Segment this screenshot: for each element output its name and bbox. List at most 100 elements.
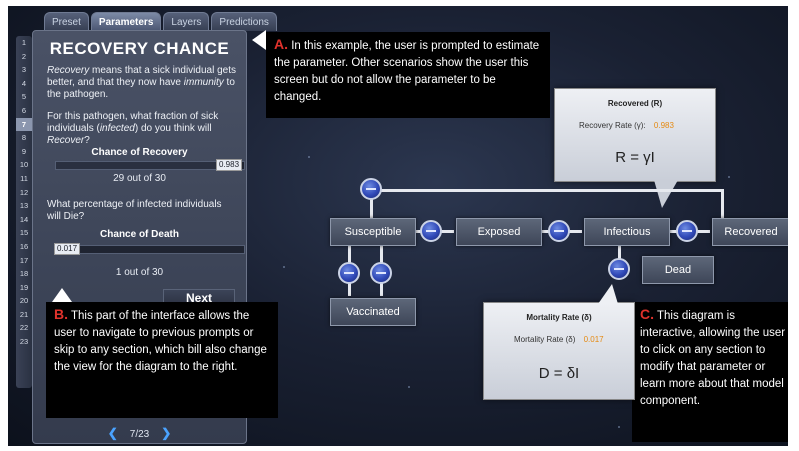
recovered-equation: R = γI: [615, 149, 655, 166]
step-number[interactable]: 10: [19, 160, 29, 170]
death-slider[interactable]: 0.017: [54, 243, 245, 255]
step-number[interactable]: 13: [19, 201, 29, 211]
recovery-rate-label: Recovery Rate (γ):: [579, 121, 646, 130]
star: [408, 386, 410, 388]
intro-emphasis: Recovery: [47, 65, 90, 76]
mortality-popup-title: Mortality Rate (δ): [526, 313, 592, 322]
callout-b-arrow-icon: [52, 288, 72, 302]
prev-page-icon[interactable]: ❮: [107, 426, 118, 440]
callout-b: B. This part of the interface allows the…: [46, 302, 278, 418]
callout-b-text: This part of the interface allows the us…: [54, 310, 267, 373]
star: [618, 426, 620, 428]
step-number[interactable]: 1: [21, 38, 27, 47]
recovered-popup-title: Recovered (R): [607, 99, 663, 108]
next-page-icon[interactable]: ❯: [161, 426, 172, 440]
recovery-value: 0.983: [216, 159, 243, 171]
node-vaccinated[interactable]: Vaccinated: [330, 298, 416, 326]
step-number[interactable]: 5: [21, 92, 27, 102]
mortality-equation: D = δI: [538, 365, 580, 382]
intro-text-part: means that a sick individual gets better…: [47, 65, 236, 88]
step-number[interactable]: 15: [19, 228, 29, 238]
callout-c-tag: C.: [640, 306, 654, 322]
recovery-slider-fill: [56, 162, 241, 169]
recovery-slider[interactable]: 0.983: [55, 159, 245, 171]
recovery-rate-row: Recovery Rate (γ): 0.983: [579, 121, 674, 130]
recovery-rate-circle-icon[interactable]: [676, 220, 698, 242]
tab-preset[interactable]: Preset: [44, 12, 89, 31]
question-text: ) do you think will: [134, 123, 212, 134]
callout-a-tag: A.: [274, 36, 288, 52]
vaccination-rate-circle-icon[interactable]: [338, 262, 360, 284]
callout-a-arrow-icon: [252, 30, 266, 50]
mortality-popup-pointer: [598, 284, 618, 304]
step-number[interactable]: 16: [19, 241, 29, 251]
intro-emphasis: immunity: [183, 77, 224, 88]
step-number[interactable]: 21: [19, 309, 29, 319]
step-number[interactable]: 4: [21, 78, 27, 88]
star: [728, 176, 730, 178]
recovery-label: Chance of Recovery: [91, 147, 188, 158]
mortality-info-popup: Mortality Rate (δ) Mortality Rate (δ) 0.…: [483, 302, 635, 400]
tab-parameters[interactable]: Parameters: [90, 12, 162, 31]
step-number[interactable]: 11: [20, 173, 28, 183]
recovery-count: 29 out of 30: [113, 173, 166, 184]
step-number[interactable]: 14: [19, 214, 29, 224]
feedback-line: [721, 189, 724, 219]
node-infectious[interactable]: Infectious: [584, 218, 670, 246]
step-number[interactable]: 12: [19, 187, 29, 197]
step-number[interactable]: 8: [21, 133, 27, 143]
tab-bar: Preset Parameters Layers Predictions: [44, 12, 277, 31]
incubation-rate-circle-icon[interactable]: [548, 220, 570, 242]
page-indicator: 7/23: [129, 429, 150, 440]
step-number[interactable]: 22: [19, 323, 29, 333]
death-line: [618, 244, 621, 268]
feedback-line: [370, 189, 373, 219]
question-text: ?: [84, 135, 90, 146]
recovered-popup-pointer: [654, 180, 678, 208]
death-count: 1 out of 30: [115, 267, 164, 278]
callout-b-tag: B.: [54, 306, 68, 322]
node-recovered[interactable]: Recovered: [712, 218, 788, 246]
step-number[interactable]: 20: [19, 296, 29, 306]
node-susceptible[interactable]: Susceptible: [330, 218, 416, 246]
recovery-rate-value[interactable]: 0.983: [653, 121, 674, 130]
node-dead[interactable]: Dead: [642, 256, 714, 284]
step-number[interactable]: 23: [19, 337, 29, 347]
pager: ❮ 7/23 ❯: [33, 426, 246, 440]
question-emphasis: infected: [99, 123, 135, 134]
recovery-question: For this pathogen, what fraction of sick…: [47, 111, 237, 147]
mortality-rate-value[interactable]: 0.017: [583, 335, 604, 344]
node-exposed[interactable]: Exposed: [456, 218, 542, 246]
step-number[interactable]: 3: [21, 65, 27, 75]
step-number[interactable]: 9: [21, 146, 27, 156]
mortality-rate-circle-icon[interactable]: [608, 258, 630, 280]
question-emphasis: Recover: [47, 135, 85, 146]
feedback-line: [370, 189, 724, 192]
step-number[interactable]: 17: [19, 255, 29, 265]
tab-layers[interactable]: Layers: [163, 12, 210, 31]
death-question: What percentage of infected individuals …: [47, 199, 222, 222]
step-number[interactable]: 7: [16, 117, 32, 132]
tab-predictions[interactable]: Predictions: [211, 12, 277, 31]
mortality-rate-row: Mortality Rate (δ) 0.017: [514, 335, 604, 344]
exposure-rate-circle-icon[interactable]: [420, 220, 442, 242]
step-number[interactable]: 19: [19, 282, 29, 292]
step-number[interactable]: 18: [19, 269, 29, 279]
intro-text-part: to the pathogen.: [47, 77, 235, 100]
mortality-rate-label: Mortality Rate (δ): [514, 335, 576, 344]
panel-title: RECOVERY CHANCE: [49, 39, 230, 58]
callout-c-text: This diagram is interactive, allowing th…: [640, 310, 786, 407]
callout-a: A. In this example, the user is prompted…: [266, 32, 550, 118]
loss-of-immunity-circle-icon[interactable]: [360, 178, 382, 200]
vaccine-waning-circle-icon[interactable]: [370, 262, 392, 284]
step-number[interactable]: 2: [21, 51, 27, 61]
star: [283, 266, 285, 268]
intro-text: Recovery means that a sick individual ge…: [47, 65, 237, 101]
death-label: Chance of Death: [100, 229, 179, 240]
callout-a-text: In this example, the user is prompted to…: [274, 40, 540, 103]
recovered-info-popup: Recovered (R) Recovery Rate (γ): 0.983 R…: [554, 88, 716, 182]
callout-c: C. This diagram is interactive, allowing…: [632, 302, 788, 442]
step-number[interactable]: 6: [21, 105, 27, 115]
